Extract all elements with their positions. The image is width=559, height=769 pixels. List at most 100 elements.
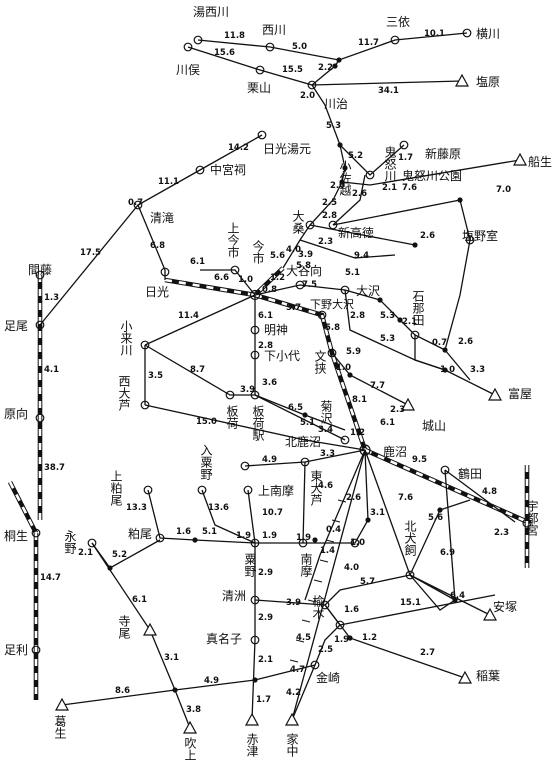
dist-otaki-b: 2.8 [322, 211, 337, 221]
dist-kos-2: 2.6 [352, 189, 367, 199]
dist-nirei-5: 1.9 [334, 635, 349, 645]
dist-kin-3: 1.7 [398, 153, 413, 163]
dist-shio-2: 5.1 [345, 268, 360, 278]
dist-kiyotaki-a: 0.7 [128, 198, 143, 208]
label-kamiawano: 上粕尾 [109, 470, 123, 506]
dist-kita-2: 3.1 [370, 508, 385, 518]
dist-kanuma-kitainukai: 7.6 [398, 493, 413, 503]
dist-imaichi-otaki-a: 5.6 [270, 251, 285, 261]
dist-mabase-ashio: 1.3 [44, 293, 59, 303]
station-shintakatoku [328, 220, 338, 230]
dist-j-shiobara: 34.1 [378, 86, 399, 96]
dist-nishiozaki-kanuma: 15.0 [196, 417, 217, 427]
road-ticks [289, 499, 347, 663]
dist-imaichi-mid: 5.7 [286, 303, 301, 313]
label-shimokoshiro: 下小代 [264, 349, 300, 363]
dist-awano-kaminanma: 10.7 [262, 508, 283, 518]
label-higashiozaki: 東大芦 [309, 470, 323, 506]
dist-kasuo-2: 5.1 [202, 527, 217, 537]
dist-ienaka-1: 4.5 [296, 633, 311, 643]
label-utsunomiya: 宇都宮 [525, 500, 539, 536]
dist-yunishigawa-nishikawa: 11.8 [224, 31, 245, 41]
dist-kin-1: 2.1 [382, 183, 397, 193]
dist-miyori-yokokawa: 10.1 [424, 29, 445, 39]
dist-nikko-yumoto: 14.2 [228, 143, 249, 153]
dist-fukiage: 3.8 [186, 705, 201, 715]
label-haramuko: 原向 [4, 406, 28, 421]
station-nishikawa [265, 42, 275, 52]
dist-kamiawano: 13.3 [126, 503, 147, 513]
label-tsuruta: 鶴田 [458, 466, 482, 481]
dist-tomiya: 3.3 [470, 365, 485, 375]
label-chugushi: 中宮祠 [210, 162, 246, 177]
label-akatsu: 赤津 [245, 733, 259, 757]
station-kitakanuma [340, 435, 350, 445]
label-shioyamuro: 塩野室 [462, 228, 498, 243]
dist-nishikawa-miyori: 5.0 [292, 42, 307, 52]
dist-okurusu-imaichi: 11.4 [178, 311, 199, 321]
station-ashikaga [31, 645, 41, 655]
station-otaki [305, 220, 315, 230]
label-funyu: 船生 [528, 155, 552, 169]
dist-tsuruta-utsunomiya: 4.8 [482, 487, 497, 497]
station-kinugawa [365, 170, 375, 180]
dist-imaichi-otaki-b: 4.0 [286, 245, 301, 255]
label-kikuzawa: 菊沢 [319, 400, 333, 425]
station-fumiba [327, 348, 337, 358]
dist-kanuma-j: 6.1 [380, 418, 395, 428]
dist-utsu-1: 15.1 [400, 598, 421, 608]
dist-fumi-kanuma: 8.1 [352, 395, 367, 405]
station-iriawano [197, 485, 207, 495]
bus-roads [39, 32, 521, 729]
station-ashio [35, 320, 45, 330]
label-shiobara: 塩原 [476, 74, 500, 89]
label-kaminanma: 上南摩 [258, 483, 294, 498]
station-nagano [87, 538, 97, 548]
dist-kiyosu-1: 2.9 [258, 568, 273, 578]
dist-imaichi-oyamukai: 0.8 [262, 285, 277, 295]
station-oyamukai [295, 280, 305, 290]
label-kamiimaichi: 上今市 [226, 222, 240, 258]
dist-ishi-2: 0.7 [432, 338, 447, 348]
stations [31, 28, 532, 734]
station-yokokawa [462, 28, 472, 38]
dist-nirei-4: 1.2 [362, 633, 377, 643]
station-kiyosu [250, 595, 260, 605]
label-ishinasaka: 石那田 [411, 290, 425, 326]
dist-nanma-4: 0.4 [326, 525, 341, 535]
label-kosagoe: 小佐越 [338, 160, 352, 197]
dist-okurusu-nishiozaki: 3.5 [148, 371, 163, 381]
dist-nirei-3: 1.6 [344, 605, 359, 615]
station-kamiawano [143, 485, 153, 495]
dist-osawa-1: 5.3 [380, 311, 395, 321]
dist-kiyosu-2: 3.9 [286, 598, 301, 608]
dist-nikko-imaichi-b: 6.6 [214, 273, 229, 283]
label-nagano: 永野 [63, 530, 77, 554]
dist-nirei-2: 5.7 [360, 577, 375, 587]
station-higashiozaki [300, 457, 310, 467]
dist-itaga-eki: 3.9 [240, 385, 255, 395]
dist-funyu: 7.0 [496, 185, 511, 195]
dist-nanma-2: 1.9 [296, 533, 311, 543]
dist-fumiba-1: 1.0 [336, 363, 351, 373]
dist-kiryu-ashikaga: 14.7 [40, 573, 61, 583]
dist-fumi-7: 7.7 [370, 381, 385, 391]
label-fukiage: 吹上 [183, 737, 197, 761]
dist-ienaka-2: 4.2 [286, 688, 301, 698]
label-kawaji: 川治 [324, 97, 348, 111]
station-shioyamuro [465, 235, 475, 245]
label-kasuo: 粕尾 [128, 526, 152, 541]
station-kawaji [307, 80, 317, 90]
dist-akatsu-1: 2.1 [258, 655, 273, 665]
dist-osawa-2: 2.8 [350, 311, 365, 321]
label-nirei: 楡木 [311, 594, 325, 619]
dist-kitakanuma-kanuma: 1.2 [350, 428, 365, 438]
label-okurusu: 小来川 [119, 320, 133, 356]
label-kinugawa: 鬼怒川 [383, 145, 397, 182]
dist-kanuma-nirei: 4.6 [318, 481, 333, 491]
dist-nirei-6: 2.5 [318, 645, 333, 655]
dist-ashio-haramuko: 4.1 [44, 365, 59, 375]
dist-akatsu-2: 1.7 [256, 695, 271, 705]
dist-terao-2: 3.1 [164, 653, 179, 663]
dist-fumiba-2: 5.9 [346, 347, 361, 357]
